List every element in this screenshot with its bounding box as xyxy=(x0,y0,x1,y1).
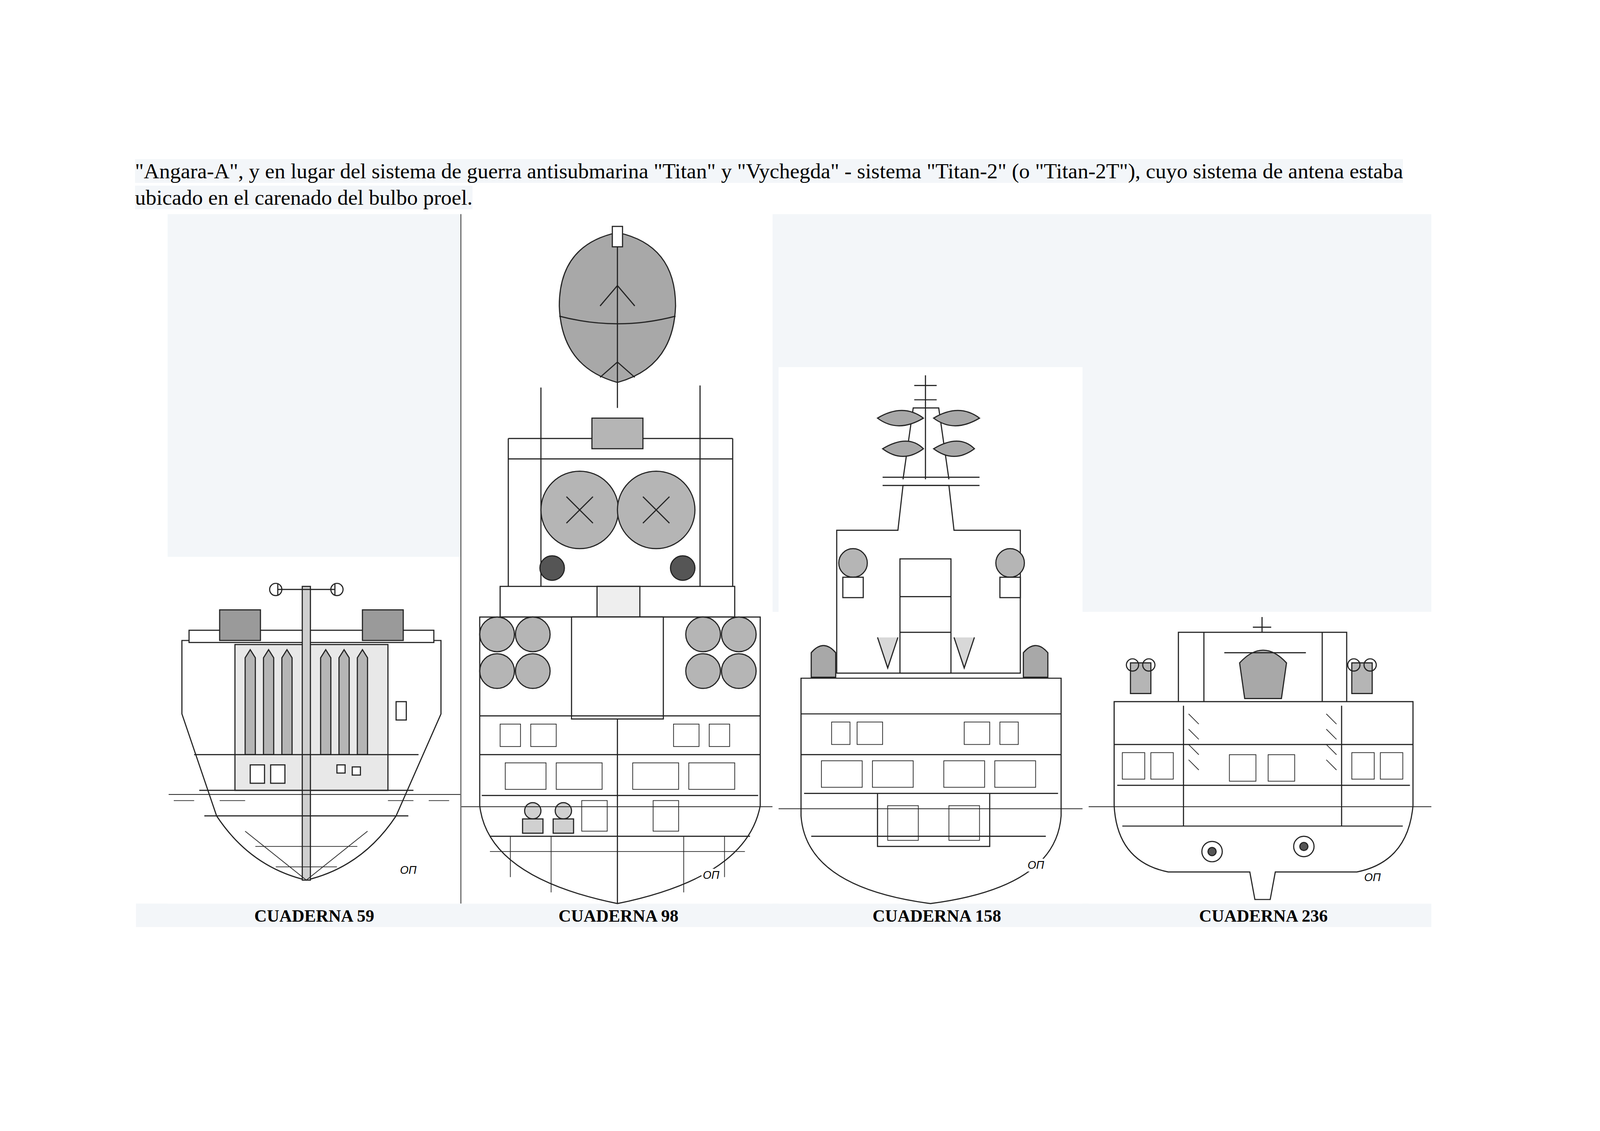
body-text: "Angara-A", y en lugar del sistema de gu… xyxy=(135,157,1445,211)
frame-caption: CUADERNA 236 xyxy=(1199,905,1328,926)
frame-caption: CUADERNA 59 xyxy=(254,905,375,926)
background-panels xyxy=(135,214,1432,928)
section-98 xyxy=(461,226,773,904)
baseline-mark: ОП xyxy=(1026,858,1046,872)
section-59 xyxy=(168,583,461,881)
body-text: "Angara-A", y en lugar del sistema de gu… xyxy=(135,159,1403,210)
section-236 xyxy=(1088,617,1432,900)
baseline-mark: ОП xyxy=(701,868,721,882)
baseline-mark: ОП xyxy=(1362,871,1382,884)
frame-caption: CUADERNA 158 xyxy=(872,905,1002,926)
frame-caption: CUADERNA 98 xyxy=(558,905,679,926)
baseline-mark: ОП xyxy=(398,863,418,877)
section-158 xyxy=(778,375,1083,904)
